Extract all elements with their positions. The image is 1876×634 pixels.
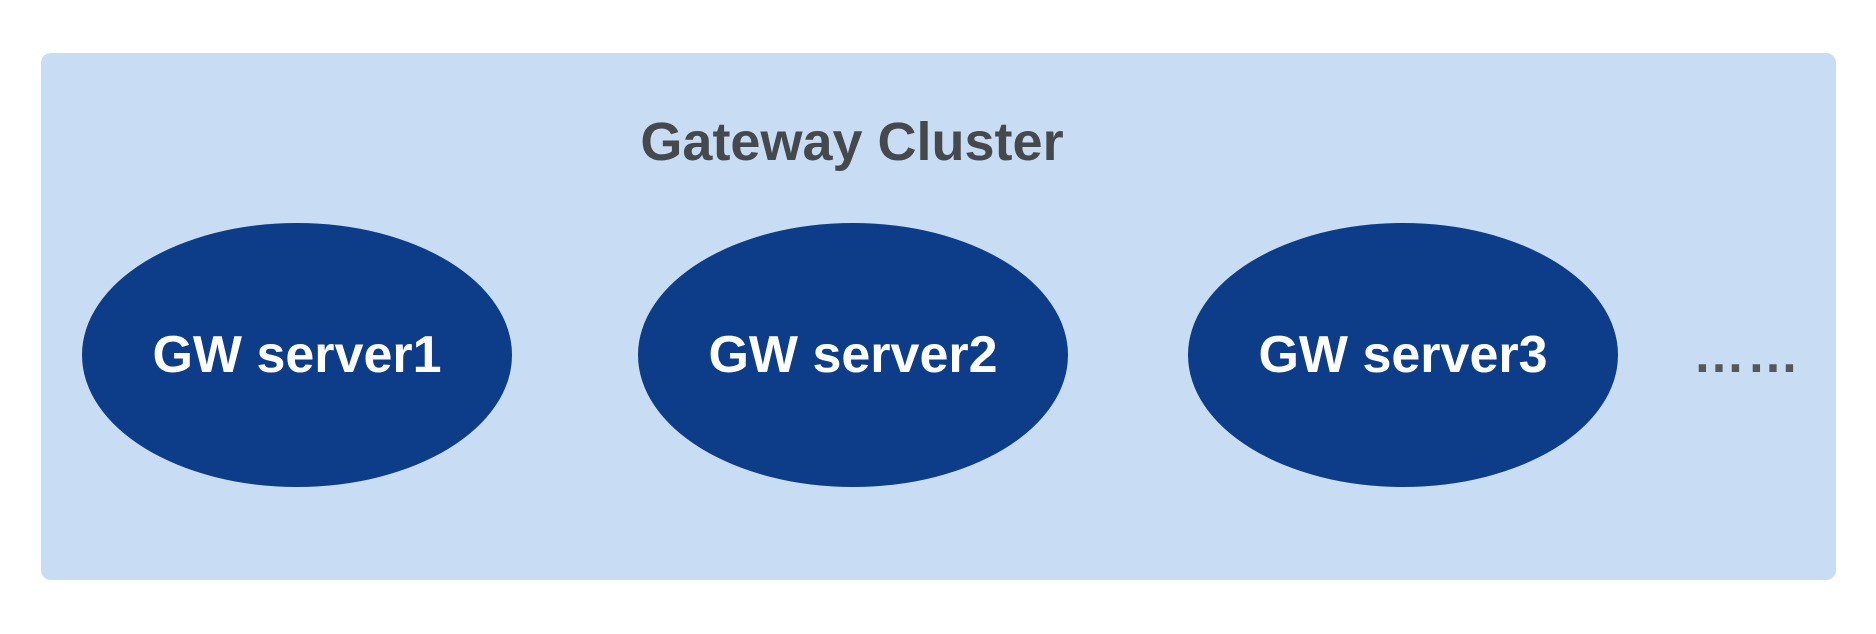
node-gw-server3-label: GW server3	[1258, 326, 1548, 384]
gateway-cluster-container: Gateway Cluster GW server1 GW server2 GW…	[41, 53, 1836, 580]
cluster-title: Gateway Cluster	[640, 112, 1064, 172]
more-servers-ellipsis: ……	[1693, 326, 1801, 384]
node-gw-server1: GW server1	[82, 223, 512, 487]
node-gw-server3: GW server3	[1188, 223, 1618, 487]
node-gw-server2: GW server2	[638, 223, 1068, 487]
node-gw-server2-label: GW server2	[708, 326, 998, 384]
node-gw-server1-label: GW server1	[152, 326, 442, 384]
